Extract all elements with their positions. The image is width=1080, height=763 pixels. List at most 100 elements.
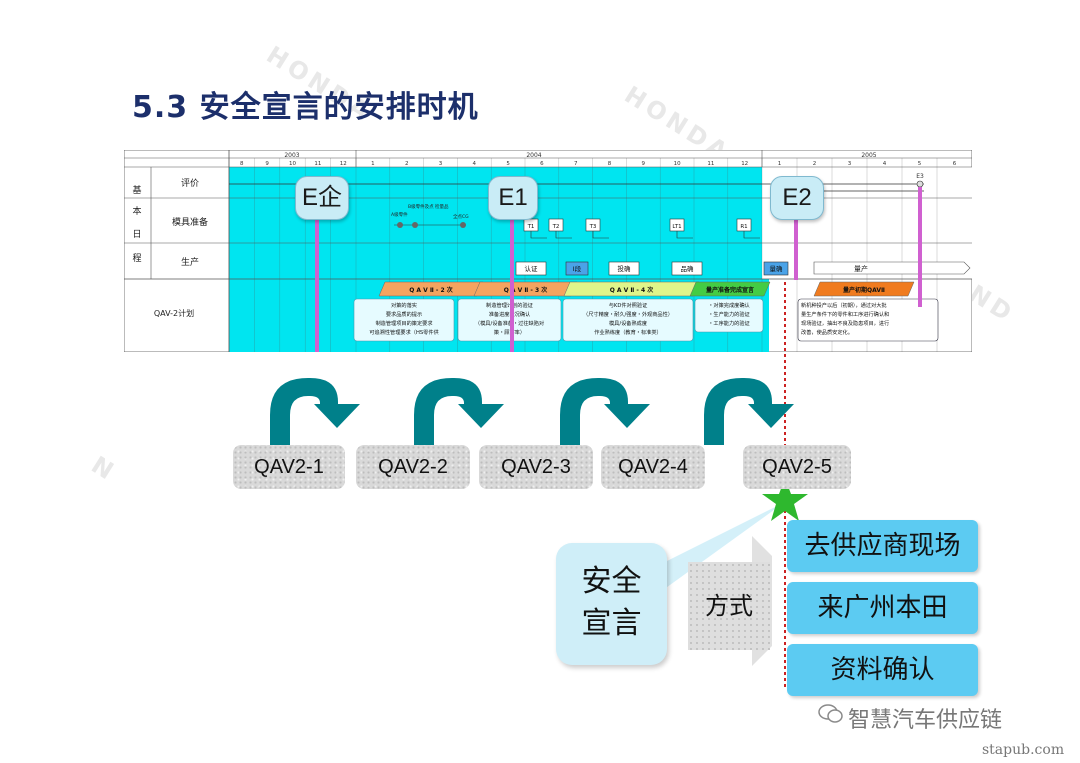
- option-supplier-site: 去供应商现场: [787, 520, 978, 572]
- qav-step-2: QAV2-2: [356, 445, 470, 489]
- option-document-check: 资料确认: [787, 644, 978, 696]
- svg-text:（模具/设备准备・过往缺陷对: （模具/设备准备・过往缺陷对: [475, 319, 544, 327]
- curved-arrow-icon: [414, 378, 504, 445]
- svg-text:R1: R1: [740, 224, 747, 230]
- milestone-marker: R1: [736, 218, 760, 239]
- wechat-account-name: 智慧汽车供应链: [848, 708, 1003, 733]
- month-label: 4: [883, 161, 887, 167]
- curved-arrow-icon: [560, 378, 650, 445]
- svg-text:Q A V Ⅱ - 2 次: Q A V Ⅱ - 2 次: [409, 286, 453, 294]
- svg-text:模具/设备熟成度: 模具/设备熟成度: [609, 319, 647, 327]
- safety-declaration-callout: 安全 宣言: [556, 543, 667, 665]
- svg-text:LT1: LT1: [672, 224, 681, 230]
- watermark: N: [86, 450, 122, 488]
- year-label: 2003: [284, 152, 299, 159]
- curved-arrow-icon: [270, 378, 360, 445]
- mold-note: B级零件及点 检量品: [408, 203, 449, 210]
- month-label: 8: [608, 161, 612, 167]
- year-label: 2004: [526, 152, 541, 159]
- month-label: 11: [314, 161, 321, 167]
- svg-text:量产准备完成宣言: 量产准备完成宣言: [706, 286, 754, 294]
- watermark: ND: [964, 279, 1020, 329]
- svg-text:品确: 品确: [681, 264, 695, 273]
- month-label: 12: [340, 161, 347, 167]
- option-guangzhou-honda: 来广州本田: [787, 582, 978, 634]
- svg-text:制造管理计划的验证: 制造管理计划的验证: [486, 301, 533, 309]
- month-label: 9: [642, 161, 646, 167]
- milestone-marker: T1: [523, 218, 547, 239]
- svg-text:与KD件对照验证: 与KD件对照验证: [609, 301, 648, 309]
- month-label: 5: [506, 161, 510, 167]
- qav-phase: 量产初期QAVⅡ 新机种投产以后（初期），通过对大批量生产条件下的零件和工序进行确…: [797, 281, 939, 342]
- row-label-qav-plan: QAV-2计划: [154, 308, 194, 318]
- qav-step-4: QAV2-4: [601, 445, 705, 489]
- month-label: 11: [707, 161, 714, 167]
- svg-text:认证: 认证: [525, 264, 539, 273]
- milestone-marker: LT1: [669, 218, 693, 239]
- mold-note: 全点CG: [453, 213, 469, 220]
- svg-text:・生产能力的验证: ・生产能力的验证: [708, 310, 750, 318]
- event-e1: E1: [488, 176, 538, 220]
- callout-line-1: 安全: [581, 564, 642, 599]
- qav-phase: Q A V Ⅱ - 2 次对策的落实要求品质的提示制造管理项目的策定要求可追溯性…: [353, 281, 484, 342]
- month-label: 8: [240, 161, 244, 167]
- month-label: 12: [741, 161, 748, 167]
- site-url: stapub.com: [982, 742, 1065, 758]
- svg-text:制造管理项目的策定要求: 制造管理项目的策定要求: [375, 319, 433, 327]
- stage-box: I段: [565, 261, 589, 276]
- row-label-mold: 模具准备: [172, 216, 208, 228]
- svg-text:量生产条件下的零件和工序进行确认和: 量生产条件下的零件和工序进行确认和: [801, 310, 889, 318]
- svg-text:・工序能力的验证: ・工序能力的验证: [708, 319, 750, 327]
- svg-text:量产初期QAVⅡ: 量产初期QAVⅡ: [843, 286, 885, 294]
- method-label: 方式: [688, 562, 770, 650]
- month-label: 9: [265, 161, 269, 167]
- row-label-production: 生产: [181, 256, 199, 268]
- svg-text:（尺寸精度・耐久/强度・外观商品性）: （尺寸精度・耐久/强度・外观商品性）: [583, 310, 673, 318]
- milestone-marker: T3: [585, 218, 609, 239]
- qav-phase: Q A V Ⅱ - 4 次与KD件对照验证（尺寸精度・耐久/强度・外观商品性）模…: [562, 281, 700, 342]
- svg-text:新机种投产以后（初期），通过对大批: 新机种投产以后（初期），通过对大批: [801, 301, 887, 309]
- qav-step-5: QAV2-5: [743, 445, 851, 489]
- qav-phase: Q A V Ⅱ - 3 次制造管理计划的验证准备进度状况确认（模具/设备准备・过…: [457, 281, 578, 342]
- e3-label: E3: [916, 173, 924, 180]
- month-label: 7: [574, 161, 578, 167]
- qav-phase: 量产准备完成宣言・对策完成度确认・生产能力的验证・工序能力的验证: [689, 281, 771, 333]
- svg-text:量确: 量确: [770, 264, 784, 273]
- mold-note: A级零件: [391, 211, 408, 218]
- svg-text:作业熟练度（教育・标准类）: 作业熟练度（教育・标准类）: [594, 328, 661, 336]
- svg-text:可追溯性管理要求（HS零件供: 可追溯性管理要求（HS零件供: [369, 328, 438, 336]
- year-label: 2005: [861, 152, 876, 159]
- production-label: 量产: [854, 264, 868, 273]
- svg-text:T2: T2: [552, 224, 560, 230]
- month-label: 10: [674, 161, 681, 167]
- svg-text:T1: T1: [527, 224, 535, 230]
- svg-text:准备进度状况确认: 准备进度状况确认: [489, 310, 531, 318]
- svg-text:I段: I段: [573, 264, 582, 273]
- svg-text:Q A V Ⅱ - 4 次: Q A V Ⅱ - 4 次: [610, 286, 654, 294]
- month-label: 6: [953, 161, 957, 167]
- stage-box: 量确: [763, 261, 789, 276]
- month-label: 2: [813, 161, 817, 167]
- svg-text:投确: 投确: [618, 264, 632, 273]
- row-header-char: 日: [132, 229, 141, 240]
- qav-step-1: QAV2-1: [233, 445, 345, 489]
- row-header-char: 程: [132, 253, 141, 264]
- row-header-char: 基: [132, 184, 141, 196]
- qav-step-3: QAV2-3: [479, 445, 593, 489]
- svg-text:改善，使品质安定化。: 改善，使品质安定化。: [801, 328, 853, 336]
- svg-text:现场验证，抽出不良及隐患项目，进行: 现场验证，抽出不良及隐患项目，进行: [801, 319, 889, 327]
- month-label: 3: [439, 161, 443, 167]
- svg-text:・对策完成度确认: ・对策完成度确认: [708, 301, 750, 309]
- month-label: 5: [918, 161, 922, 167]
- stage-box: 投确: [608, 261, 640, 276]
- month-label: 6: [540, 161, 544, 167]
- month-label: 1: [371, 161, 375, 167]
- wechat-icon: [818, 704, 843, 723]
- svg-text:策・顾客率）: 策・顾客率）: [494, 328, 525, 336]
- stage-box: 认证: [515, 261, 547, 276]
- month-label: 2: [405, 161, 409, 167]
- month-label: 10: [289, 161, 296, 167]
- milestone-marker: T2: [548, 218, 572, 239]
- month-label: 3: [848, 161, 852, 167]
